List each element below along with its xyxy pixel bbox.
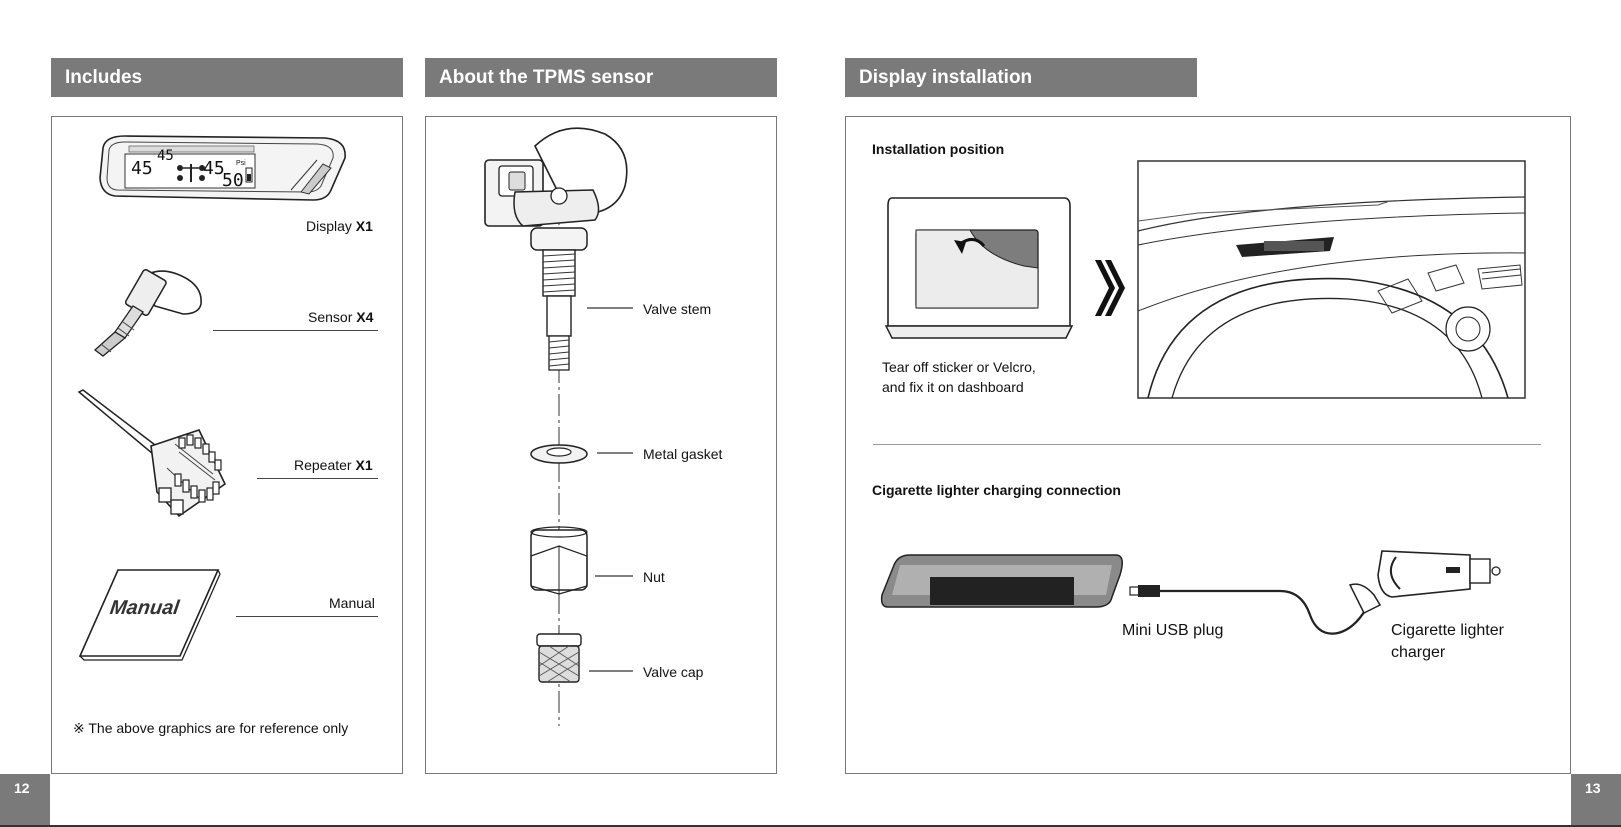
header-includes: Includes	[51, 58, 403, 97]
repeater-rule	[257, 478, 378, 479]
manual-rule	[236, 616, 378, 617]
valve-stem-label: Valve stem	[643, 301, 712, 317]
includes-panel	[51, 116, 403, 774]
page-number-left: 12	[0, 774, 50, 827]
bottom-edge-line	[0, 825, 1621, 827]
double-arrow-icon	[1095, 260, 1125, 316]
metal-gasket-label: Metal gasket	[643, 446, 723, 462]
cigarette-lighter-heading: Cigarette lighter charging connection	[872, 482, 1121, 498]
header-about-tpms-sensor: About the TPMS sensor	[425, 58, 777, 97]
lcd-unit: Psi	[236, 160, 246, 167]
lcd-digits-4: 50	[222, 170, 244, 191]
nut-label: Nut	[643, 569, 665, 585]
tpms-sensor-panel	[425, 116, 777, 774]
valve-cap-label: Valve cap	[643, 664, 704, 680]
mini-usb-plug-label: Mini USB plug	[1122, 622, 1224, 639]
manual-illustration	[78, 569, 221, 661]
tpms-sensor-exploded-view	[484, 127, 633, 726]
installation-position-heading: Installation position	[872, 141, 1005, 157]
display-sticker-illustration	[884, 197, 1074, 339]
cigarette-charger-label-line1: Cigarette lighter	[1391, 622, 1504, 639]
lcd-digits-3: 45	[203, 158, 225, 179]
lcd-digits-2: 45	[157, 148, 174, 164]
sensor-illustration	[93, 269, 202, 357]
sensor-rule	[213, 330, 378, 331]
manual-cover-text: Manual	[108, 597, 181, 619]
sticker-caption-line2: and fix it on dashboard	[882, 379, 1024, 395]
repeater-label: Repeater X1	[294, 457, 373, 473]
sensor-label: Sensor X4	[308, 309, 374, 325]
sticker-caption-line1: Tear off sticker or Velcro,	[882, 359, 1036, 375]
header-display-installation: Display installation	[845, 58, 1197, 97]
charging-connection-illustration	[880, 550, 1501, 635]
dashboard-mounting-illustration	[1137, 160, 1526, 399]
manual-label: Manual	[329, 595, 375, 611]
lcd-digits-1: 45	[131, 158, 153, 179]
display-label: Display X1	[306, 218, 373, 234]
cigarette-charger-label-line2: charger	[1391, 644, 1446, 661]
display-unit-illustration	[99, 135, 346, 201]
repeater-illustration	[77, 389, 227, 518]
page-number-right: 13	[1571, 774, 1621, 827]
section-divider	[873, 444, 1541, 445]
reference-note: ※ The above graphics are for reference o…	[73, 720, 349, 736]
